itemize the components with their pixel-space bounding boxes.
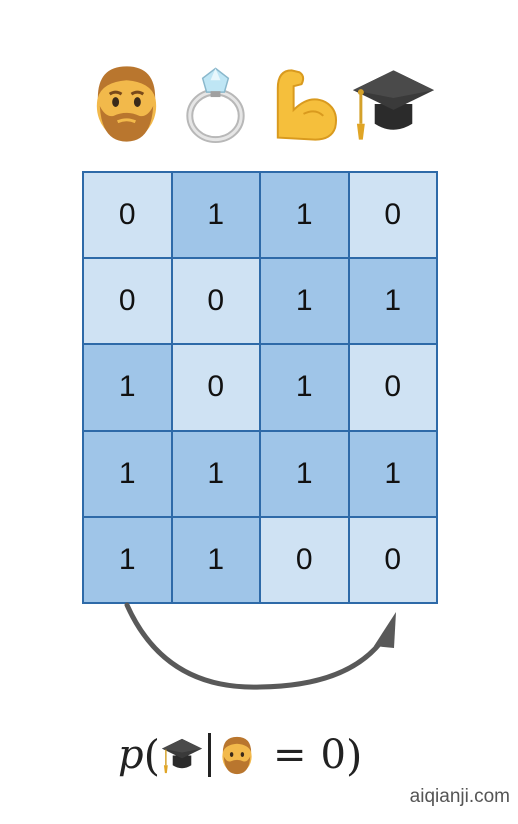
matrix-cell-r4-c2: 0 bbox=[260, 516, 349, 603]
ring-icon bbox=[171, 58, 260, 148]
given-bar bbox=[208, 733, 211, 777]
matrix-cell-r3-c3: 1 bbox=[348, 430, 437, 517]
matrix-cell-r0-c2: 1 bbox=[260, 172, 349, 259]
flexed-biceps-icon bbox=[260, 58, 349, 148]
matrix-cell-r2-c0: 1 bbox=[83, 344, 172, 431]
matrix-cell-r1-c3: 1 bbox=[348, 258, 437, 345]
matrix-cell-r0-c1: 1 bbox=[171, 172, 260, 259]
matrix-cell-r3-c2: 1 bbox=[260, 430, 349, 517]
probability-formula: p ( = 0 ) bbox=[118, 720, 362, 790]
matrix-cell-r4-c1: 1 bbox=[171, 516, 260, 603]
watermark: aiqianji.com bbox=[409, 786, 510, 807]
bearded-man-icon bbox=[215, 732, 259, 778]
matrix-cell-r3-c0: 1 bbox=[83, 430, 172, 517]
matrix-cell-r4-c0: 1 bbox=[83, 516, 172, 603]
matrix-cell-r0-c3: 0 bbox=[348, 172, 437, 259]
formula-value: 0 bbox=[320, 732, 346, 778]
bearded-man-icon bbox=[82, 58, 171, 148]
matrix-cell-r1-c2: 1 bbox=[260, 258, 349, 345]
matrix-cell-r3-c1: 1 bbox=[171, 430, 260, 517]
matrix-cell-r4-c3: 0 bbox=[348, 516, 437, 603]
formula-open-paren: ( bbox=[143, 730, 160, 780]
formula-function: p bbox=[118, 732, 144, 778]
graduation-cap-icon bbox=[160, 732, 204, 778]
matrix-cell-r2-c1: 0 bbox=[171, 344, 260, 431]
matrix-cell-r2-c3: 0 bbox=[348, 344, 437, 431]
formula-equals: = bbox=[273, 732, 307, 778]
feature-icon-row bbox=[82, 58, 438, 148]
formula-close-paren: ) bbox=[345, 730, 363, 780]
matrix-cell-r1-c1: 0 bbox=[171, 258, 260, 345]
matrix-cell-r2-c2: 1 bbox=[260, 344, 349, 431]
matrix-cell-r1-c0: 0 bbox=[83, 258, 172, 345]
matrix-cell-r0-c0: 0 bbox=[83, 172, 172, 259]
graduation-cap-icon bbox=[349, 58, 438, 148]
